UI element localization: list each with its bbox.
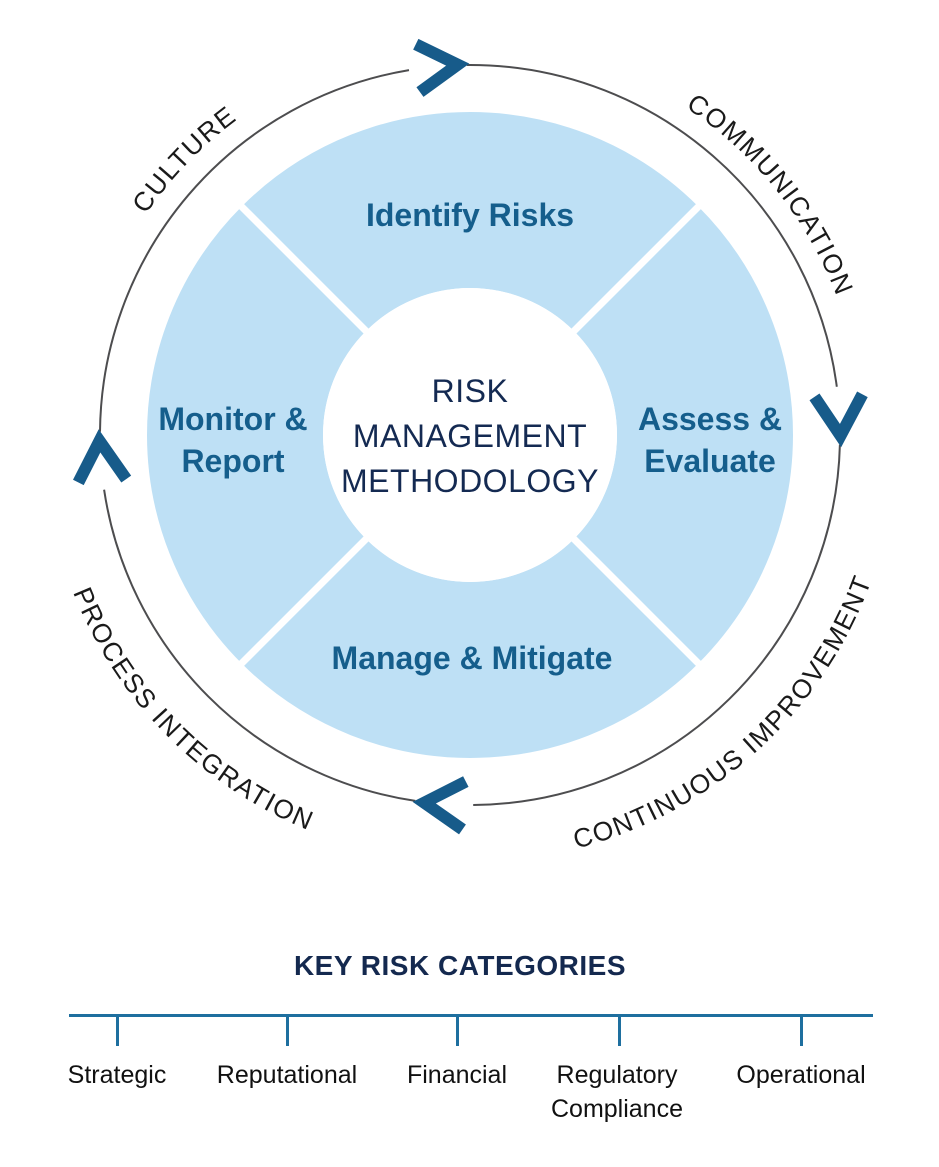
category-label-strategic: Strategic [67,1061,167,1089]
center-title-line3: METHODOLOGY [341,463,599,499]
category-tick-regulatory [617,1015,621,1046]
category-label-operational: Operational [736,1061,866,1089]
divider-nw [230,195,377,342]
center-title-line1: RISK [432,373,509,409]
category-label-reputational: Reputational [216,1061,358,1089]
chevron-up-icon [73,429,132,486]
quadrant-label-monitor-line2: Report [181,443,284,479]
chevron-down-icon [809,391,868,448]
outer-arc-bottom-right [473,444,841,806]
center-hub [323,288,617,582]
quadrant-label-assess-line2: Evaluate [644,443,776,479]
category-tick-operational [799,1015,803,1046]
center-title-line2: MANAGEMENT [353,418,587,454]
category-tick-reputational [285,1015,289,1046]
quadrant-label-identify-risks: Identify Risks [366,197,574,233]
outer-circle [99,63,841,806]
category-label-financial: Financial [406,1061,508,1089]
chevron-left-icon [412,776,469,835]
chevron-right-icon [413,38,470,97]
outer-arc-bottom-left [103,489,416,802]
category-tick-strategic [115,1015,119,1046]
outer-arc-top-right [466,63,838,387]
category-label-regulatory-compliance: Regulatory Compliance [550,1061,683,1123]
cycle-ring [147,112,793,758]
flow-arrows [73,38,868,835]
divider-ne [563,195,710,342]
divider-sw [230,528,377,675]
quadrant-label-manage-mitigate: Manage & Mitigate [332,640,613,676]
quadrant-label-monitor-line1: Monitor & [158,401,307,437]
category-tick-financial [455,1015,459,1046]
key-risk-categories-title: KEY RISK CATEGORIES [293,950,627,981]
quadrant-dividers [230,195,710,675]
risk-cycle-graphic: CULTURE COMMUNICATION PROCESS INTEGRATIO… [67,38,876,854]
outer-arc-top-left [99,69,410,432]
quadrant-label-assess-line1: Assess & [638,401,782,437]
category-axis-line [69,1014,873,1017]
divider-se [563,528,710,675]
